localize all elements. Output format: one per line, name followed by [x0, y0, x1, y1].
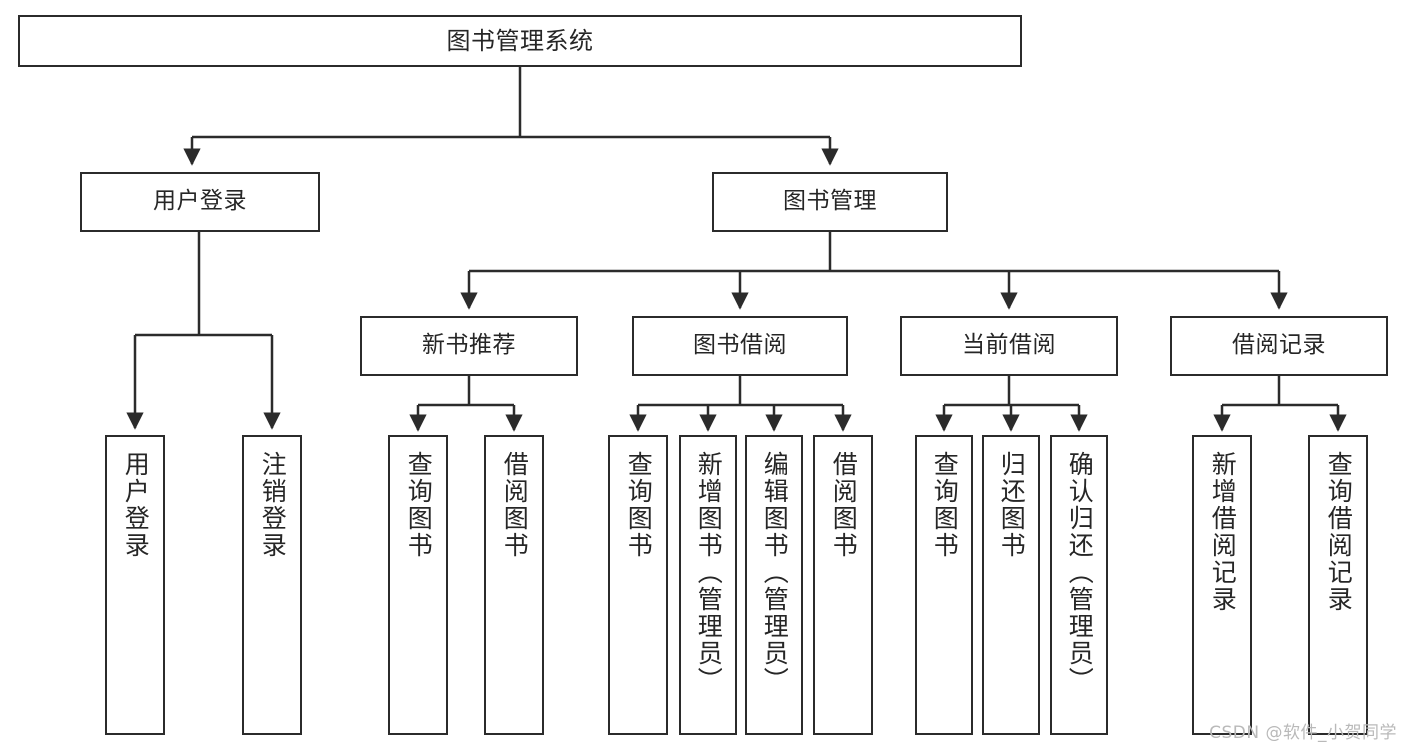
node-label: 用户登录	[153, 188, 247, 215]
node-label: 查询图书	[930, 451, 960, 559]
node-label: 当前借阅	[962, 332, 1056, 359]
leaf-return-book[interactable]: 归还图书	[982, 435, 1040, 735]
leaf-logout-login[interactable]: 注销登录	[242, 435, 302, 735]
leaf-edit-book[interactable]: 编辑图书（管理员）	[745, 435, 803, 735]
node-label: 新增借阅记录	[1208, 451, 1238, 613]
node-label: 借阅记录	[1232, 332, 1326, 359]
node-label: 查询借阅记录	[1324, 451, 1354, 613]
node-label: 用户登录	[121, 451, 151, 559]
node-label: 归还图书	[997, 451, 1027, 559]
leaf-query-book-recommend[interactable]: 查询图书	[388, 435, 448, 735]
node-root-system[interactable]: 图书管理系统	[18, 15, 1022, 67]
node-current-borrow[interactable]: 当前借阅	[900, 316, 1118, 376]
leaf-add-borrow-record[interactable]: 新增借阅记录	[1192, 435, 1252, 735]
node-label: 查询图书	[624, 451, 654, 559]
node-label: 图书借阅	[693, 332, 787, 359]
leaf-query-borrow-record[interactable]: 查询借阅记录	[1308, 435, 1368, 735]
node-label: 注销登录	[258, 451, 288, 559]
leaf-query-book-current[interactable]: 查询图书	[915, 435, 973, 735]
leaf-borrow-book-recommend[interactable]: 借阅图书	[484, 435, 544, 735]
leaf-query-book-borrow[interactable]: 查询图书	[608, 435, 668, 735]
node-label: 新增图书（管理员）	[694, 451, 724, 694]
node-label: 查询图书	[404, 451, 434, 559]
node-label: 借阅图书	[500, 451, 530, 559]
node-label: 图书管理系统	[446, 26, 594, 55]
node-label: 图书管理	[783, 188, 877, 215]
node-book-borrow[interactable]: 图书借阅	[632, 316, 848, 376]
node-user-login[interactable]: 用户登录	[80, 172, 320, 232]
leaf-confirm-return[interactable]: 确认归还（管理员）	[1050, 435, 1108, 735]
node-label: 借阅图书	[829, 451, 859, 559]
leaf-borrow-book-borrow[interactable]: 借阅图书	[813, 435, 873, 735]
node-label: 新书推荐	[422, 332, 516, 359]
watermark: CSDN @软件_小贺同学	[1209, 723, 1397, 743]
leaf-user-login[interactable]: 用户登录	[105, 435, 165, 735]
node-label: 确认归还（管理员）	[1065, 451, 1095, 694]
leaf-add-book[interactable]: 新增图书（管理员）	[679, 435, 737, 735]
node-book-manage[interactable]: 图书管理	[712, 172, 948, 232]
node-new-book-rec[interactable]: 新书推荐	[360, 316, 578, 376]
node-borrow-record[interactable]: 借阅记录	[1170, 316, 1388, 376]
node-label: 编辑图书（管理员）	[760, 451, 790, 694]
